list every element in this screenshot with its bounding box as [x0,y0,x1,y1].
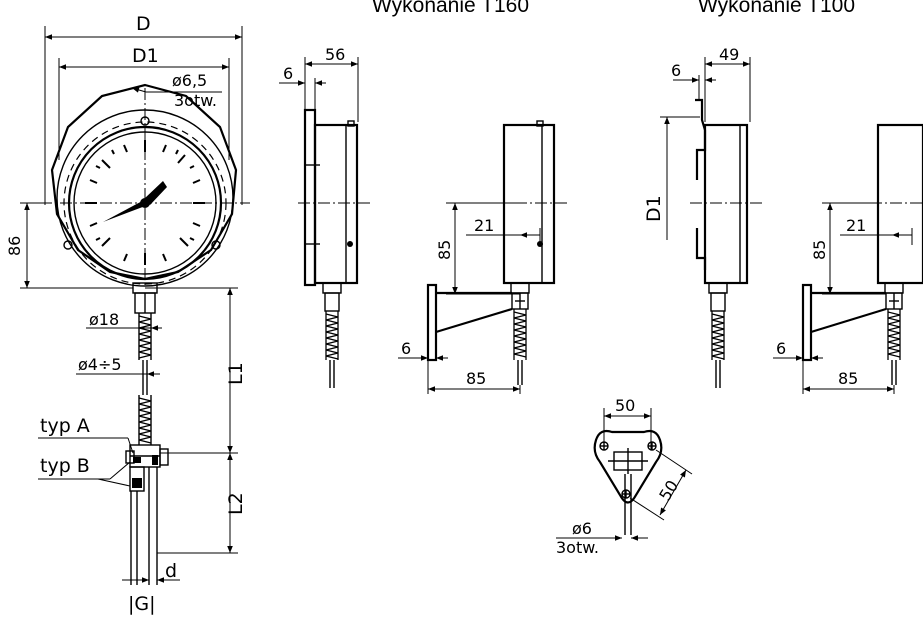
t100-flange-label: 6 [671,61,681,80]
dim-l2-label: L2 [225,492,247,515]
detail-hole-count-label: 3otw. [556,538,599,557]
type-a-label: typ A [40,415,90,437]
side-view-t160: 56 6 [279,45,372,388]
dim-d-small-label: d [165,560,177,582]
header-t100: Wykonanie T100 [698,0,855,17]
dim-d1-label: D1 [132,45,159,67]
t160-bracket-width-label: 85 [466,369,486,388]
hole-dia-label: ø6,5 [172,71,207,90]
t100-bracket-width-label: 85 [838,369,858,388]
t160-flange-label: 6 [283,64,293,83]
dim-86-label: 86 [5,236,24,256]
t100-bracket-offset-label: 21 [846,216,866,235]
type-b-label: typ B [40,455,90,477]
detail-hole-dia-label: ø6 [572,519,592,538]
t160-depth-label: 56 [325,45,345,64]
t100-d1-label: D1 [643,195,665,222]
dim-l1-label: L1 [225,362,247,385]
t100-depth-label: 49 [719,45,739,64]
detail-width-label: 50 [615,396,635,415]
header-t160: Wykonanie T160 [372,0,529,17]
bracket-view-t100: 85 21 6 85 [773,123,923,394]
t160-bracket-flange-label: 6 [401,339,411,358]
t100-bracket-height-label: 85 [810,240,829,260]
needle [103,199,148,222]
dim-d-label: D [136,13,151,35]
detail-angle-label: 50 [655,477,682,504]
dim-g-label: |G| [128,593,156,615]
side-view-t100: 49 6 D1 [643,45,765,388]
stem-dia-label: ø18 [89,310,119,329]
mount-hole-top [140,116,150,126]
capillary-dia-label: ø4÷5 [78,355,122,374]
mount-hole-left [63,240,73,250]
bracket-detail: 50 50 ø6 3otw. [556,396,693,557]
mount-hole-right [211,240,221,250]
t100-bracket-flange-label: 6 [776,339,786,358]
bracket-view-t160: 85 21 6 85 [398,120,570,394]
t160-bracket-height-label: 85 [435,240,454,260]
t160-bracket-offset-label: 21 [474,216,494,235]
front-view: D D1 ø6,5 3otw. [5,13,250,615]
